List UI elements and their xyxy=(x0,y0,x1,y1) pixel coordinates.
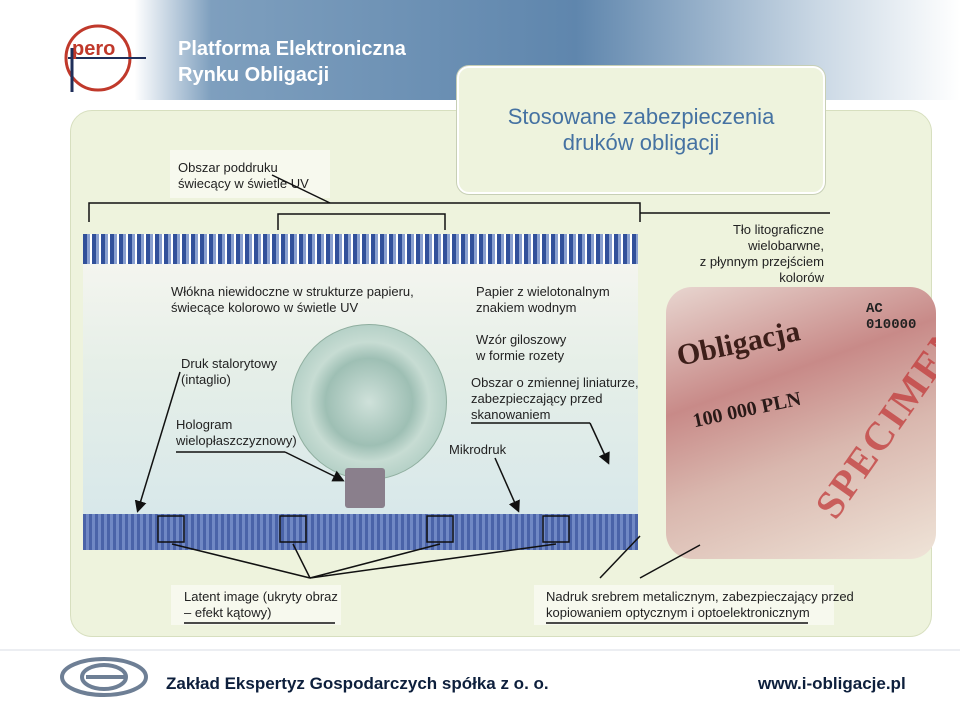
latent-box-4 xyxy=(543,516,569,542)
footer-url[interactable]: www.i-obligacje.pl xyxy=(758,674,906,694)
hologram-arrow xyxy=(285,452,342,480)
latent-box-2 xyxy=(280,516,306,542)
intaglio-arrow xyxy=(138,372,180,510)
microprint-arrow xyxy=(495,458,518,510)
uv-bracket xyxy=(89,203,640,222)
latent-box-3 xyxy=(427,516,453,542)
uv-leader xyxy=(272,175,330,203)
footer-company: Zakład Ekspertyz Gospodarczych spółka z … xyxy=(166,674,549,694)
zeg-logo xyxy=(60,656,150,698)
variable-arrow xyxy=(590,423,608,462)
latent-box-1 xyxy=(158,516,184,542)
uv-inner-bracket xyxy=(278,214,445,230)
